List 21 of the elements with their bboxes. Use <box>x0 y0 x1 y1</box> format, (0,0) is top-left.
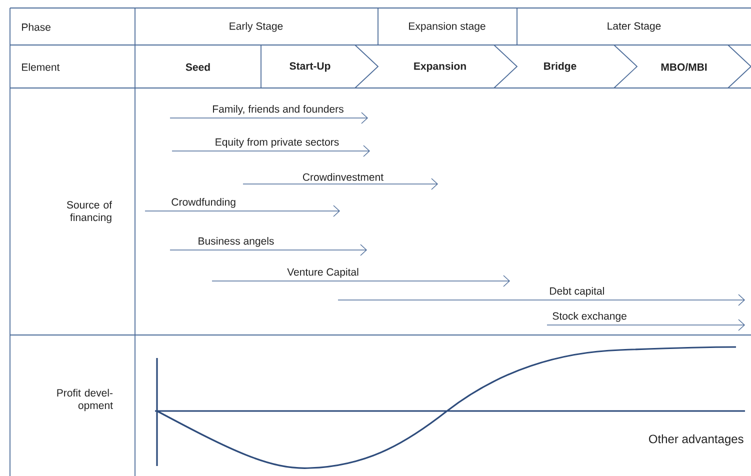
arrow-label: Family, friends and founders <box>213 105 344 115</box>
stage-label: Bridge <box>544 62 576 72</box>
arrow-label: Equity from private sectors <box>216 138 339 148</box>
phase-heading: Expansion stage <box>409 22 486 32</box>
arrow-label: Business angels <box>198 237 274 247</box>
stage-label: Seed <box>186 63 210 71</box>
stage-label: MBO/MBI <box>661 63 707 71</box>
axis-label: Other advantages <box>648 434 744 446</box>
row-heading: Profit devel- opment <box>57 388 113 412</box>
arrow-label: Venture Capital <box>287 268 358 278</box>
arrow-label: Crowdfunding <box>172 198 236 208</box>
phase-heading: Later Stage <box>608 22 661 32</box>
stage-label: Start-Up <box>290 62 330 72</box>
arrow-label: Crowdinvestment <box>302 173 384 181</box>
row-heading: Element <box>22 63 60 71</box>
row-heading: Phase <box>22 23 50 31</box>
arrow-label: Stock exchange <box>552 312 626 322</box>
phase-heading: Early Stage <box>230 22 283 32</box>
row-heading: Source of financing <box>66 200 112 224</box>
arrow-label: Debt capital <box>550 287 604 297</box>
stage-label: Expansion <box>414 62 466 72</box>
